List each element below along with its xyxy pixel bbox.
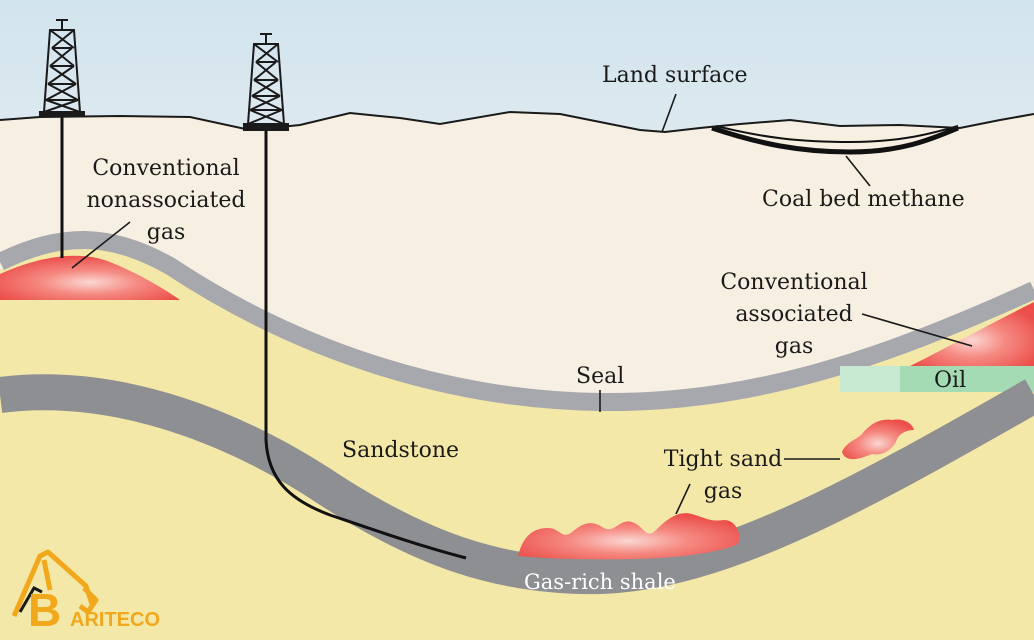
- tight-sand-gas-label-line1: Tight sand: [664, 447, 782, 472]
- coal-bed-methane-label: Coal bed methane: [762, 187, 965, 212]
- seal-layer: [0, 231, 1034, 412]
- bariteco-logo: B ARITECO: [11, 549, 160, 636]
- nonassociated-gas-label-line3: gas: [147, 220, 186, 245]
- land-surface-leader: [661, 93, 677, 133]
- logo-text: ARITECO: [70, 609, 160, 631]
- gas-rich-shale-label: Gas-rich shale: [524, 570, 676, 594]
- tight-sand-gas-small: [842, 419, 914, 460]
- coal-bed-seam-thin: [715, 125, 959, 144]
- associated-gas-deposit: [910, 302, 1034, 366]
- excavator-arm-icon: [11, 549, 99, 617]
- tight-sand-gas-large: [518, 513, 740, 560]
- horizontal-well: [264, 130, 467, 560]
- land-surface-label: Land surface: [602, 63, 748, 88]
- nonassociated-gas-label-line1: Conventional: [92, 156, 239, 181]
- sandstone-label: Sandstone: [342, 438, 459, 463]
- tight-sand-gas-leader-2: [675, 483, 691, 515]
- nonassociated-gas-leader: [71, 221, 131, 269]
- associated-gas-leader: [861, 313, 973, 347]
- excavator-detail-icon: [18, 586, 43, 613]
- nonassociated-gas-label-line2: nonassociated: [87, 188, 246, 213]
- oil-label: Oil: [934, 368, 966, 393]
- coal-bed-leader: [845, 155, 871, 187]
- shale-layer: [0, 374, 1034, 595]
- oil-deposit-edge: [840, 366, 900, 392]
- nonassociated-gas-deposit: [0, 255, 180, 300]
- tight-sand-gas-label-line2: gas: [704, 479, 743, 504]
- seal-label: Seal: [576, 364, 624, 389]
- associated-gas-label-line3: gas: [775, 334, 814, 359]
- associated-gas-label-line2: associated: [735, 302, 852, 327]
- coal-bed-seam: [711, 125, 959, 155]
- drilling-rig-left-icon: [39, 19, 85, 117]
- logo-letter: B: [28, 584, 61, 636]
- land-surface-line: [0, 110, 1034, 134]
- drilling-rig-right-icon: [243, 33, 289, 131]
- associated-gas-label-line1: Conventional: [720, 270, 867, 295]
- leader-lines: [71, 93, 973, 515]
